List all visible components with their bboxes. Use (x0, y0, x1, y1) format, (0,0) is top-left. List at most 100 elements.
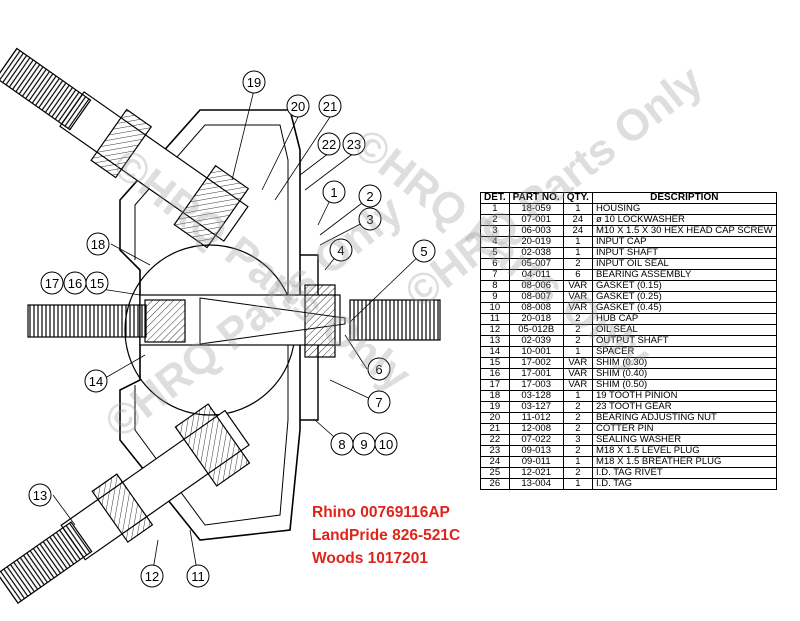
svg-text:3: 3 (366, 212, 373, 227)
callout-22: 22 (317, 132, 341, 156)
svg-text:6: 6 (375, 362, 382, 377)
table-cell: INPUT CAP (591, 236, 777, 248)
callout-4: 4 (329, 238, 353, 262)
table-cell: 02-039 (508, 335, 564, 347)
callout-7: 7 (367, 390, 391, 414)
table-cell: 20-018 (508, 313, 564, 325)
svg-text:20: 20 (291, 99, 305, 114)
callout-21: 21 (318, 94, 342, 118)
table-cell: 2 (562, 335, 593, 347)
table-cell: 21 (480, 423, 510, 435)
callout-1: 1 (322, 180, 346, 204)
svg-text:4: 4 (337, 243, 344, 258)
table-cell: 12-021 (508, 467, 564, 479)
callout-12: 12 (140, 564, 164, 588)
column-header: DESCRIPTION (591, 192, 777, 204)
svg-text:23: 23 (347, 137, 361, 152)
table-cell: 4 (480, 236, 510, 248)
table-cell: 10 (480, 302, 510, 314)
table-cell: 3 (480, 225, 510, 237)
svg-text:16: 16 (68, 276, 82, 291)
svg-text:10: 10 (379, 437, 393, 452)
table-cell: VAR (562, 357, 593, 369)
model-woods: Woods 1017201 (312, 550, 429, 567)
table-header-row: DET. PART NO. QTY. DESCRIPTION (480, 192, 777, 204)
callout-2: 2 (358, 184, 382, 208)
callout-11: 11 (186, 564, 210, 588)
table-cell: 04-011 (508, 269, 564, 281)
table-cell: 20-019 (508, 236, 564, 248)
callout-9: 9 (352, 432, 376, 456)
table-cell: 25 (480, 467, 510, 479)
table-cell: 13 (480, 335, 510, 347)
table-cell: SEALING WASHER (591, 434, 777, 446)
table-cell: SPACER (591, 346, 777, 358)
table-cell: 03-128 (508, 390, 564, 402)
table-cell: 14 (480, 346, 510, 358)
table-cell: VAR (562, 379, 593, 391)
table-cell: 8 (480, 280, 510, 292)
table-cell: 2 (480, 214, 510, 226)
column-header: DET. (480, 192, 510, 204)
table-cell: GASKET (0.45) (591, 302, 777, 314)
table-cell: VAR (562, 302, 593, 314)
table-cell: BEARING ADJUSTING NUT (591, 412, 777, 424)
table-cell: 15 (480, 357, 510, 369)
model-numbers: Rhino 00769116AP LandPride 826-521C Wood… (312, 501, 460, 570)
table-cell: 17-001 (508, 368, 564, 380)
callouts: 19 20 21 22 23 1 2 3 4 5 18 17 16 15 14 … (28, 70, 436, 588)
table-cell: GASKET (0.15) (591, 280, 777, 292)
table-cell: VAR (562, 280, 593, 292)
table-cell: 03-127 (508, 401, 564, 413)
callout-23: 23 (342, 132, 366, 156)
table-cell: 05-007 (508, 258, 564, 270)
table-cell: 02-038 (508, 247, 564, 259)
svg-text:22: 22 (322, 137, 336, 152)
table-cell: 1 (562, 390, 593, 402)
table-cell: 2 (562, 313, 593, 325)
table-cell: 16 (480, 368, 510, 380)
svg-text:11: 11 (191, 569, 205, 584)
table-cell: 09-011 (508, 456, 564, 468)
table-cell: 11-012 (508, 412, 564, 424)
callout-13: 13 (28, 483, 52, 507)
upper-output-shaft (0, 47, 250, 249)
callout-16: 16 (63, 271, 87, 295)
svg-text:8: 8 (338, 437, 345, 452)
table-cell: 23 TOOTH GEAR (591, 401, 777, 413)
table-cell: 2 (562, 324, 593, 336)
table-cell: 11 (480, 313, 510, 325)
table-cell: 26 (480, 478, 510, 490)
table-cell: 24 (562, 225, 593, 237)
table-cell: 2 (562, 445, 593, 457)
svg-text:1: 1 (330, 185, 337, 200)
table-cell: SHIM (0.50) (591, 379, 777, 391)
model-rhino: Rhino 00769116AP (312, 504, 450, 521)
table-cell: 07-001 (508, 214, 564, 226)
table-cell: 1 (480, 203, 510, 215)
svg-text:7: 7 (375, 395, 382, 410)
table-cell: 2 (562, 258, 593, 270)
table-cell: 18-059 (508, 203, 564, 215)
svg-text:2: 2 (366, 189, 373, 204)
table-cell: I.D. TAG RIVET (591, 467, 777, 479)
callout-17: 17 (40, 271, 64, 295)
callout-3: 3 (358, 207, 382, 231)
table-cell: 17-002 (508, 357, 564, 369)
leader-lines (52, 89, 425, 577)
table-cell: 17 (480, 379, 510, 391)
table-cell: I.D. TAG (591, 478, 777, 490)
table-cell: 7 (480, 269, 510, 281)
